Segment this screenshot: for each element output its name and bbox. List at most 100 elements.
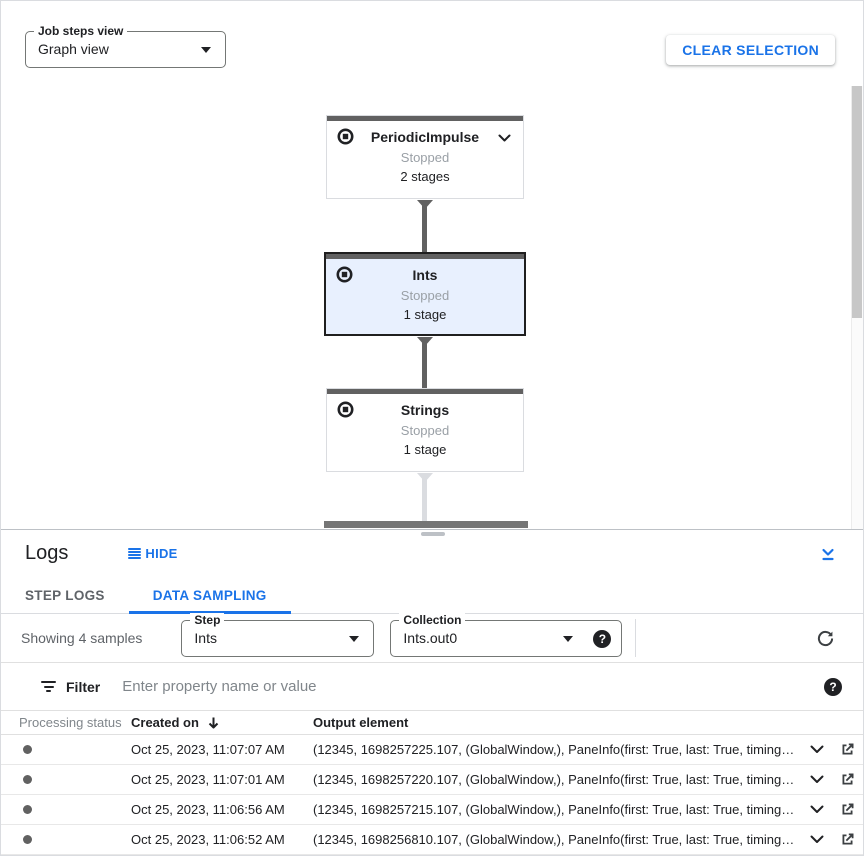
open-sample-button[interactable] [840,772,855,787]
tab-step-logs[interactable]: STEP LOGS [25,587,105,603]
filter-bar: Filter ? [1,663,863,711]
created-on-cell: Oct 25, 2023, 11:06:52 AM [131,832,285,847]
refresh-icon [816,630,835,651]
showing-samples-text: Showing 4 samples [21,630,143,646]
open-in-new-icon [840,773,855,790]
node-status: Stopped [400,423,450,438]
output-element-cell: (12345, 1698256810.107, (GlobalWindow,),… [313,832,795,847]
stop-circle-icon [337,128,354,150]
job-steps-view-label: Job steps view [34,24,128,38]
table-row[interactable]: Oct 25, 2023, 11:06:56 AM (12345, 169825… [1,795,863,825]
graph-node-strings[interactable]: Strings Stopped 1 stage [326,388,524,472]
dropdown-caret-icon [349,635,360,642]
created-on-label: Created on [131,715,199,730]
chevron-down-icon [810,772,824,787]
chevron-down-icon [810,832,824,847]
hide-label: HIDE [145,546,178,561]
column-header-processing-status: Processing status [19,715,122,730]
table-row[interactable]: Oct 25, 2023, 11:06:52 AM (12345, 169825… [1,825,863,855]
node-title: Ints [412,267,438,283]
table-row[interactable]: Oct 25, 2023, 11:07:07 AM (12345, 169825… [1,735,863,765]
node-status-bar [327,116,523,121]
open-in-new-icon [840,803,855,820]
graph-edge [422,200,427,252]
step-select[interactable]: Step Ints [181,612,375,657]
node-stages: 2 stages [400,169,450,184]
tab-data-sampling[interactable]: DATA SAMPLING [128,577,291,614]
open-sample-button[interactable] [840,742,855,757]
table-row[interactable]: Oct 25, 2023, 11:07:01 AM (12345, 169825… [1,765,863,795]
expand-row-button[interactable] [810,745,824,754]
job-graph-area: Job steps view Graph view CLEAR SELECTIO… [1,1,863,529]
created-on-cell: Oct 25, 2023, 11:06:56 AM [131,802,285,817]
processing-status-cell [1,802,131,817]
expand-row-button[interactable] [810,805,824,814]
collapse-panel-button[interactable] [820,546,836,562]
processing-status-cell [1,832,131,847]
logs-tabs: STEP LOGS DATA SAMPLING [1,577,863,614]
filter-label: Filter [66,678,101,695]
node-status: Stopped [400,288,450,303]
node-status-bar [326,254,524,259]
filter-funnel-icon [41,679,56,695]
job-steps-view-select[interactable]: Job steps view Graph view [25,24,226,68]
collection-select[interactable]: Collection Ints.out0 ? [390,612,623,657]
node-status: Stopped [400,150,450,165]
hide-logs-button[interactable]: HIDE [128,546,177,561]
open-in-new-icon [840,743,855,760]
arrow-down-icon [207,716,220,730]
created-on-cell: Oct 25, 2023, 11:07:01 AM [131,772,285,787]
graph-scrollbar-thumb[interactable] [852,86,862,318]
stop-circle-icon [337,401,354,423]
chevron-down-icon[interactable] [498,130,511,148]
job-steps-view-value: Graph view [38,41,109,57]
processing-status-cell [1,742,131,757]
graph-edge [422,473,427,521]
graph-node-periodicimpulse[interactable]: PeriodicImpulse Stopped 2 stages [326,115,524,199]
column-header-created-on[interactable]: Created on [131,715,313,730]
expand-row-button[interactable] [810,775,824,784]
step-select-label: Step [190,612,225,627]
open-sample-button[interactable] [840,832,855,847]
list-lines-icon [128,547,142,560]
column-header-output-element: Output element [313,715,409,730]
created-on-cell: Oct 25, 2023, 11:07:07 AM [131,742,285,757]
open-sample-button[interactable] [840,802,855,817]
refresh-button[interactable] [816,629,835,648]
logs-header: Logs HIDE [1,530,863,577]
node-title: PeriodicImpulse [370,129,480,145]
output-element-cell: (12345, 1698257215.107, (GlobalWindow,),… [313,802,795,817]
collapse-down-icon [820,548,836,565]
chevron-down-icon [810,802,824,817]
processing-status-cell [1,772,131,787]
collection-select-label: Collection [399,612,466,627]
logs-panel: Logs HIDE STEP LOGS DATA SAMPLING Showin… [1,529,863,855]
step-select-value: Ints [194,629,217,646]
graph-node-ints[interactable]: Ints Stopped 1 stage [324,252,526,336]
partial-node-status-bar [324,521,528,528]
panel-drag-handle[interactable] [421,532,445,536]
chevron-down-icon [810,742,824,757]
sampling-controls-bar: Showing 4 samples Step Ints Collection I… [1,612,863,663]
output-element-cell: (12345, 1698257225.107, (GlobalWindow,),… [313,742,795,757]
status-dot-icon [23,745,32,754]
divider [635,619,637,657]
graph-scrollbar-track [851,86,863,529]
output-element-cell: (12345, 1698257220.107, (GlobalWindow,),… [313,772,795,787]
dropdown-caret-icon [201,47,211,53]
help-icon[interactable]: ? [593,629,612,648]
graph-edge [422,337,427,388]
dropdown-caret-icon [563,635,574,642]
stop-circle-icon [336,266,353,288]
node-status-bar [327,389,523,394]
filter-input[interactable] [122,678,824,695]
collection-select-value: Ints.out0 [403,629,458,646]
expand-row-button[interactable] [810,835,824,844]
node-stages: 1 stage [403,442,447,457]
open-in-new-icon [840,833,855,850]
clear-selection-button[interactable]: CLEAR SELECTION [666,35,835,65]
table-header-row: Processing status Created on Output elem… [1,711,863,735]
help-icon[interactable]: ? [824,677,842,696]
status-dot-icon [23,775,32,784]
